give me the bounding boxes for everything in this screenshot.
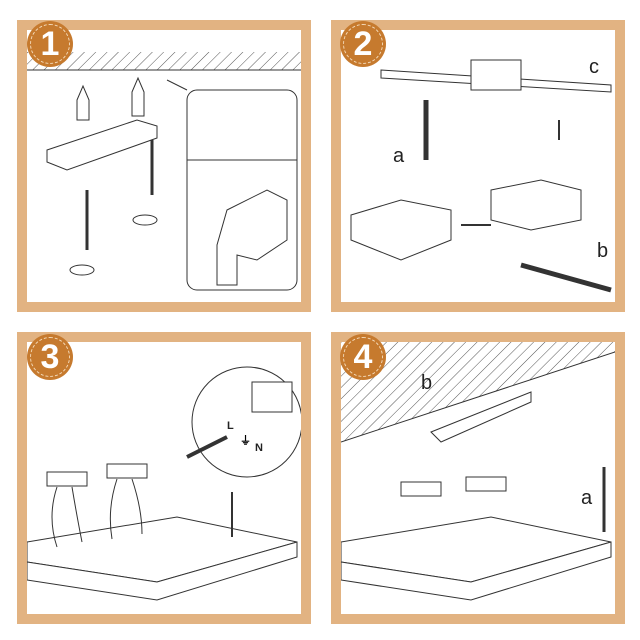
ceiling-fixing-illustration bbox=[341, 342, 615, 601]
step-1-badge: 1 bbox=[27, 21, 73, 67]
step-3-panel: L ⏚ N bbox=[17, 332, 311, 624]
label-c: c bbox=[589, 56, 599, 78]
step-4-badge: 4 bbox=[340, 334, 386, 380]
step-1-panel bbox=[17, 20, 311, 312]
bracket-mounting-illustration bbox=[27, 52, 301, 291]
step-2-panel: c a b bbox=[331, 20, 625, 312]
label-n: N bbox=[255, 442, 263, 454]
label-l: L bbox=[227, 420, 234, 432]
step-4-panel: b a bbox=[331, 332, 625, 624]
label-a: a bbox=[393, 145, 405, 167]
wiring-connection-illustration bbox=[27, 366, 301, 601]
label-b: b bbox=[421, 372, 433, 394]
lamp-assembly-illustration bbox=[350, 59, 612, 293]
label-b: b bbox=[597, 240, 609, 262]
step-2-badge: 2 bbox=[340, 21, 386, 67]
label-a: a bbox=[581, 487, 593, 509]
ground-symbol-icon: ⏚ bbox=[240, 435, 251, 447]
step-3-badge: 3 bbox=[27, 334, 73, 380]
